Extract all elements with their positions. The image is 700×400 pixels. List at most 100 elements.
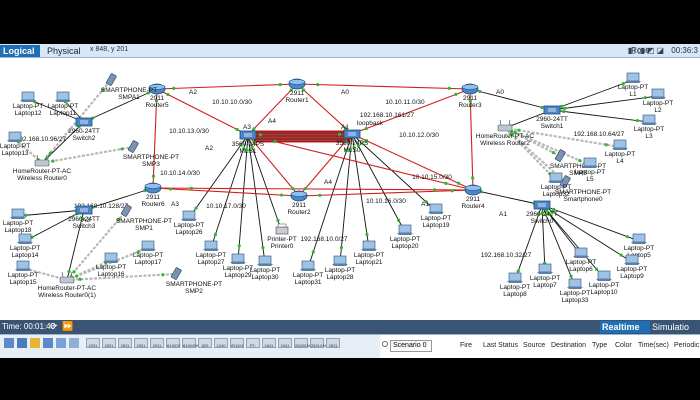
laptop-l33-icon[interactable] xyxy=(567,278,583,289)
device-model-9[interactable]: IR1101 xyxy=(230,338,244,348)
network-devices-icon[interactable] xyxy=(4,338,14,348)
laptop-l9-icon[interactable] xyxy=(624,254,640,265)
port-up-indicator xyxy=(454,92,458,96)
laptop-l32-icon[interactable] xyxy=(548,172,564,183)
laptop-l14-icon[interactable] xyxy=(17,233,33,244)
laptop-l8-icon[interactable] xyxy=(507,272,523,283)
laptop-l20-icon[interactable] xyxy=(397,224,413,235)
router-r2-icon[interactable] xyxy=(290,190,308,202)
power-cycle-icon[interactable]: ⟳ xyxy=(50,321,58,331)
smartphone-smp1-icon[interactable] xyxy=(120,204,132,217)
laptop-l10-icon[interactable] xyxy=(596,270,612,281)
smartphone-smpa1-icon[interactable] xyxy=(105,73,117,86)
device-model-14[interactable]: 2621XM xyxy=(310,338,326,348)
wireless-router-wr2-icon[interactable] xyxy=(497,119,513,132)
laptop-lp3-icon[interactable] xyxy=(641,114,657,125)
laptop-l6-icon[interactable] xyxy=(573,247,589,258)
ethernet-link-mls0-l19 xyxy=(351,133,437,212)
laptop-l11-icon[interactable] xyxy=(55,91,71,102)
interface-label-a0a: A0 xyxy=(341,89,349,96)
tab-physical[interactable]: Physical xyxy=(47,46,81,56)
laptop-l21-icon[interactable] xyxy=(361,240,377,251)
switch-mls1-icon[interactable] xyxy=(239,130,257,140)
device-model-15[interactable]: 2811 xyxy=(326,338,340,348)
smartphone-sp0-icon[interactable] xyxy=(559,175,571,188)
device-model-1[interactable]: 4321 xyxy=(102,338,116,348)
device-model-7[interactable]: 829 xyxy=(198,338,212,348)
router-r5-icon[interactable] xyxy=(148,83,166,95)
connections-icon[interactable] xyxy=(30,338,40,348)
switch-sw0-icon[interactable] xyxy=(533,200,551,210)
router-r6-icon[interactable] xyxy=(144,182,162,194)
device-model-11[interactable]: 1841 xyxy=(262,338,276,348)
realtime-mode-button[interactable]: Realtime xyxy=(600,321,650,333)
end-devices-icon[interactable] xyxy=(17,338,27,348)
switch-sw3-icon[interactable] xyxy=(75,205,93,215)
device-model-6[interactable]: 819HGW xyxy=(182,338,199,348)
device-model-5[interactable]: 819IOX xyxy=(166,338,181,348)
router-r1-icon[interactable] xyxy=(288,78,306,90)
laptop-l13-icon[interactable] xyxy=(7,131,23,142)
scenario-radio-icon[interactable] xyxy=(382,341,388,347)
laptop-l15-icon[interactable] xyxy=(15,260,31,271)
router-r4-icon[interactable] xyxy=(464,184,482,196)
laptop-l17-icon[interactable] xyxy=(140,240,156,251)
router-r3-icon[interactable] xyxy=(461,83,479,95)
root-breadcrumb[interactable]: Root xyxy=(631,46,648,55)
tab-logical[interactable]: Logical xyxy=(0,45,40,57)
laptop-l16-icon[interactable] xyxy=(103,252,119,263)
port-up-indicator xyxy=(625,235,629,239)
interface-label-a3a: A3 xyxy=(243,124,251,131)
serial-link-r3-r4 xyxy=(469,88,474,191)
simulation-mode-button[interactable]: Simulatio xyxy=(652,322,690,332)
printer-icon[interactable] xyxy=(275,223,289,235)
laptop-lp4-icon[interactable] xyxy=(612,139,628,150)
scenario-select[interactable]: Scenario 0 xyxy=(390,340,432,352)
switch-sw2-icon[interactable] xyxy=(75,117,93,127)
device-model-10[interactable]: PT-Empty xyxy=(246,338,260,358)
laptop-l27-icon[interactable] xyxy=(203,240,219,251)
interface-label-a0b: A0 xyxy=(496,89,504,96)
laptop-lp2-icon[interactable] xyxy=(650,88,666,99)
misc-devices-icon[interactable] xyxy=(43,338,53,348)
device-model-13[interactable]: 2620XM xyxy=(294,338,310,348)
multiuser-icon[interactable] xyxy=(69,338,79,348)
laptop-l29-icon[interactable] xyxy=(230,253,246,264)
laptop-l19-icon[interactable] xyxy=(428,203,444,214)
switch-sw1-icon[interactable] xyxy=(543,105,561,115)
device-model-0[interactable]: 4331 xyxy=(86,338,100,348)
laptop-l18-icon[interactable] xyxy=(10,208,26,219)
laptop-l28-icon[interactable] xyxy=(332,255,348,266)
device-model-3[interactable]: 2901 xyxy=(134,338,148,348)
smartphone-smp2-icon[interactable] xyxy=(170,267,182,280)
laptop-l26-icon[interactable] xyxy=(181,210,197,221)
laptop-l7-icon[interactable] xyxy=(537,263,553,274)
laptop-l31-icon[interactable] xyxy=(300,260,316,271)
device-model-12[interactable]: 1941 xyxy=(278,338,292,348)
port-up-indicator xyxy=(213,232,218,237)
laptop-lp5-icon[interactable] xyxy=(582,157,598,168)
laptop-l12-icon[interactable] xyxy=(20,91,36,102)
laptop-lp1-icon[interactable] xyxy=(625,72,641,83)
laptop-l5-icon[interactable] xyxy=(631,233,647,244)
wireless-devices-icon[interactable] xyxy=(56,338,66,348)
interface-label-a1a: A1 xyxy=(341,124,349,131)
interface-label-a3b: A3 xyxy=(171,201,179,208)
wireless-router-wr1-icon[interactable] xyxy=(59,271,75,284)
laptop-l30-icon[interactable] xyxy=(257,255,273,266)
smartphone-smp3-icon[interactable] xyxy=(127,140,139,153)
switch-mls0-icon[interactable] xyxy=(343,129,361,139)
fast-forward-icon[interactable]: ⏩ xyxy=(62,321,74,331)
port-up-indicator xyxy=(537,212,541,216)
device-model-2[interactable]: 2811 xyxy=(118,338,132,348)
viewport-tools-icon[interactable]: ◧◨◩◪ xyxy=(627,46,666,55)
device-model-8[interactable]: 1240 xyxy=(214,338,228,348)
wireless-router-wr0-icon[interactable] xyxy=(34,154,50,167)
smartphone-smp5-icon[interactable] xyxy=(554,149,566,162)
device-model-4[interactable]: 2911 xyxy=(150,338,164,348)
